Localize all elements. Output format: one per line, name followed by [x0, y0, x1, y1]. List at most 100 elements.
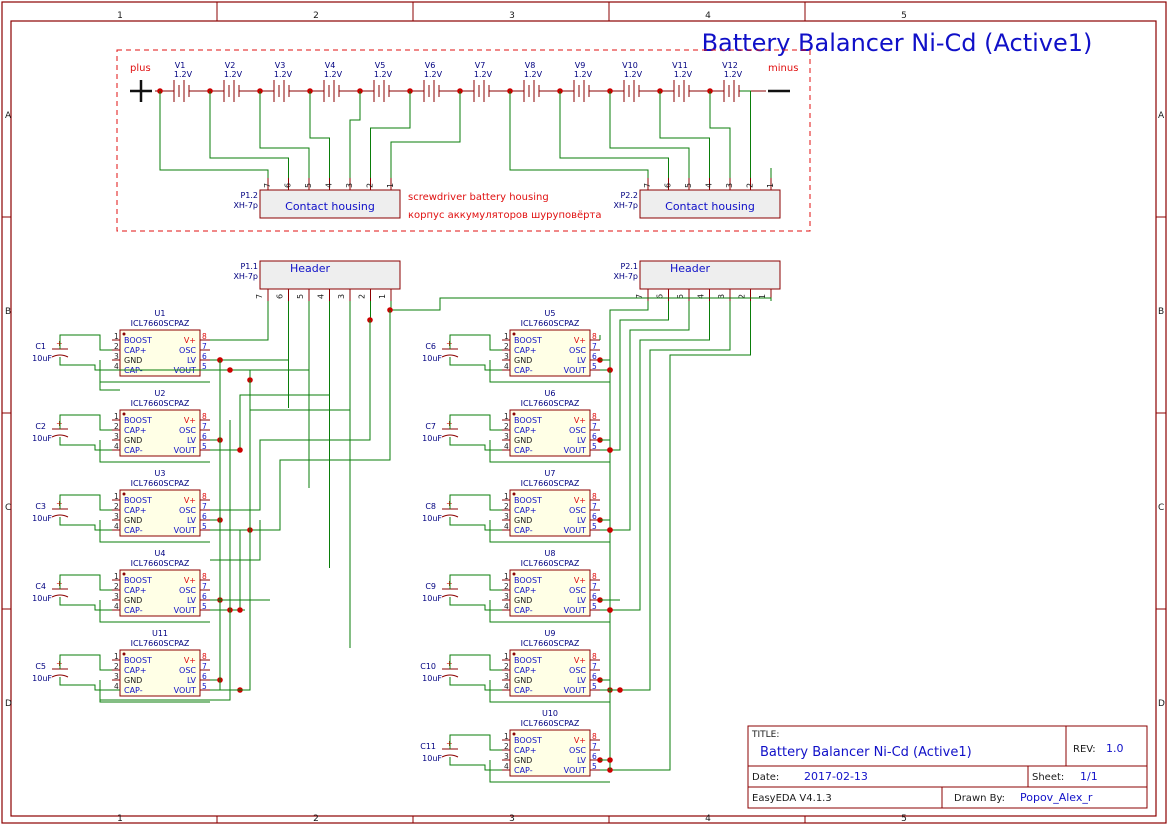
ic-pin-label: LV [577, 436, 587, 445]
svg-text:6: 6 [592, 592, 597, 601]
cell-value: 1.2V [224, 70, 243, 79]
junction [617, 687, 623, 693]
ic-ref: U3 [155, 469, 166, 478]
grid-row-label: B [5, 307, 11, 317]
ic-pin-label: VOUT [564, 766, 586, 775]
ic-part: ICL7660SCPAZ [521, 719, 580, 728]
pin-number: 1 [386, 183, 395, 188]
ic-pin-label: OSC [179, 586, 196, 595]
svg-text:4: 4 [504, 602, 509, 611]
junction [237, 447, 243, 453]
inner-frame [10, 20, 1157, 817]
pin-number: 6 [664, 183, 673, 188]
ic-pin-label: GND [124, 516, 142, 525]
battery-cell: V61.2V [416, 61, 466, 102]
cell-value: 1.2V [524, 70, 543, 79]
ic-pin-label: BOOST [514, 736, 542, 745]
tb-title-label: TITLE: [751, 730, 779, 740]
ic-ref: U10 [542, 709, 558, 718]
ic-pin-label: CAP- [514, 606, 533, 615]
svg-text:8: 8 [202, 652, 207, 661]
svg-text:4: 4 [504, 682, 509, 691]
ic-pin-label: OSC [569, 666, 586, 675]
svg-text:+: + [446, 579, 453, 588]
svg-text:+: + [446, 419, 453, 428]
battery-cell: V21.2V [216, 61, 266, 102]
housing-note-en: screwdriver battery housing [408, 192, 549, 203]
ic-pin-label: V+ [574, 656, 586, 665]
cell-value: 1.2V [274, 70, 293, 79]
ic-pin-label: GND [514, 676, 532, 685]
ic-pin-label: OSC [569, 746, 586, 755]
ic-pin-label: CAP- [124, 446, 143, 455]
ic-ref: U11 [152, 629, 168, 638]
ic-pin-label: BOOST [514, 416, 542, 425]
cell-value: 1.2V [374, 70, 393, 79]
ic-pin-label: CAP+ [514, 346, 537, 355]
ic-pin-label: OSC [569, 586, 586, 595]
svg-text:2: 2 [504, 422, 509, 431]
tb-drawn-label: Drawn By: [954, 793, 1005, 804]
battery-cell: V91.2V [566, 61, 616, 102]
svg-text:3: 3 [504, 592, 509, 601]
ic-part: ICL7660SCPAZ [131, 559, 190, 568]
svg-text:+: + [446, 739, 453, 748]
cell-ref: V9 [575, 61, 586, 70]
grid-col-label: 4 [705, 814, 711, 824]
grid-row-label: D [1158, 699, 1165, 709]
svg-text:2: 2 [114, 342, 119, 351]
cell-value: 1.2V [474, 70, 493, 79]
ic-part: ICL7660SCPAZ [131, 399, 190, 408]
cap-value: 10uF [422, 754, 442, 763]
pin-number: 7 [263, 183, 272, 188]
svg-text:2: 2 [504, 342, 509, 351]
svg-text:2: 2 [114, 662, 119, 671]
grid-col-label: 5 [901, 814, 907, 824]
ic-pin-label: CAP+ [514, 426, 537, 435]
svg-text:5: 5 [592, 442, 597, 451]
pin-number: 3 [337, 294, 346, 299]
ic-pin-label: CAP- [514, 526, 533, 535]
connector-name: Header [670, 262, 711, 275]
cap-ref: C1 [35, 342, 46, 351]
cap-value: 10uF [422, 594, 442, 603]
cell-ref: V12 [722, 61, 738, 70]
cap-value: 10uF [422, 674, 442, 683]
svg-text:8: 8 [202, 572, 207, 581]
svg-text:6: 6 [592, 752, 597, 761]
ic-pin-label: CAP+ [124, 426, 147, 435]
ic-pin-label: V+ [184, 656, 196, 665]
ic-pin-label: CAP- [124, 606, 143, 615]
connector-ref: P2.2 [620, 191, 638, 200]
pin-number: 2 [358, 294, 367, 299]
ic-pin-label: OSC [569, 506, 586, 515]
ic-pin-label: BOOST [514, 576, 542, 585]
svg-text:8: 8 [592, 412, 597, 421]
cell-value: 1.2V [174, 70, 193, 79]
svg-text:1: 1 [504, 652, 509, 661]
ic-pin-label: BOOST [124, 576, 152, 585]
ic-pin-label: CAP- [124, 526, 143, 535]
svg-text:+: + [446, 659, 453, 668]
battery-cell: V51.2V [366, 61, 416, 102]
ic-pin-label: LV [577, 596, 587, 605]
ic-pin-label: BOOST [514, 496, 542, 505]
ic-pin-label: LV [577, 356, 587, 365]
ic-pin-label: CAP+ [124, 666, 147, 675]
ic-pin-label: BOOST [124, 416, 152, 425]
junction [237, 607, 243, 613]
grid-row-label: D [5, 699, 12, 709]
